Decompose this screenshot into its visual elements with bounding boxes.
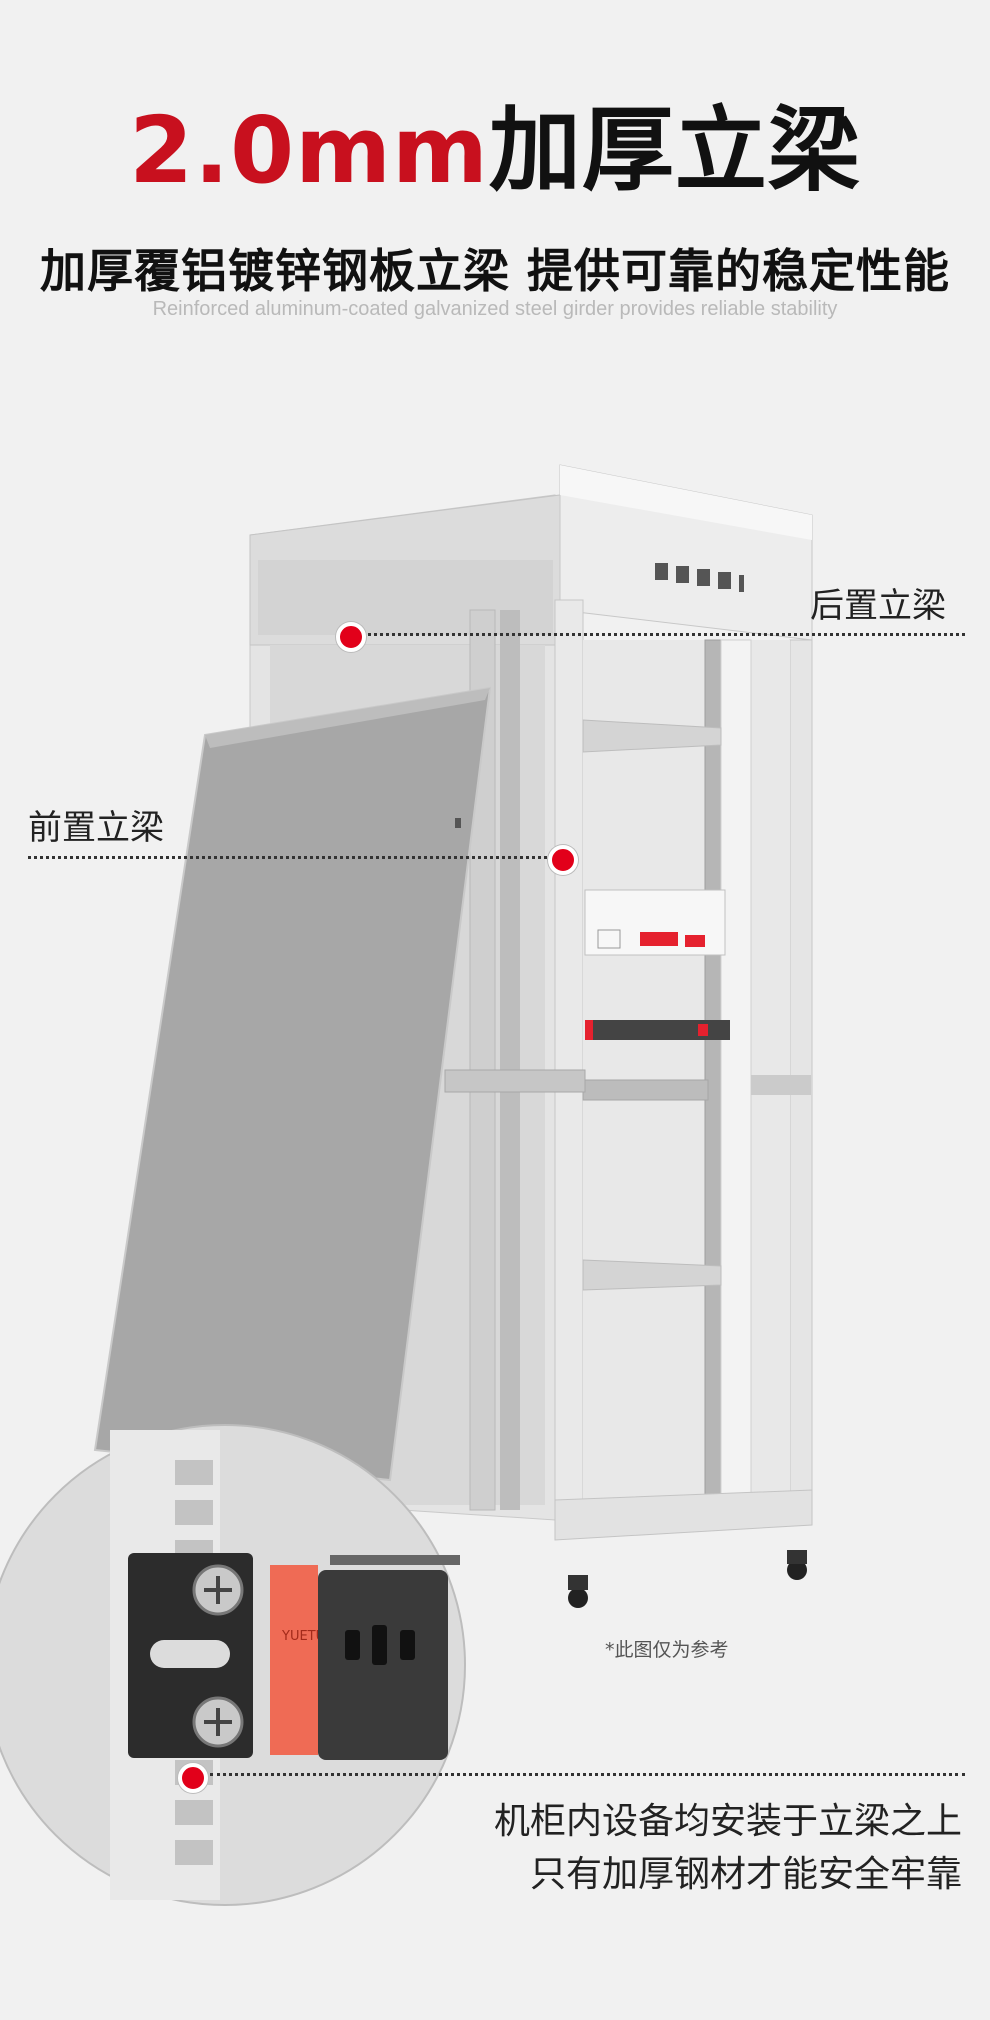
rail-zoom-detail: YUETU bbox=[0, 1424, 466, 1906]
page-title: 2.0mm加厚立梁 bbox=[0, 105, 990, 197]
callout-front-beam: 前置立梁 bbox=[28, 808, 164, 848]
callout-rear-beam: 后置立梁 bbox=[810, 586, 946, 626]
callout-rear-beam-line bbox=[350, 633, 965, 636]
callout-front-beam-line bbox=[28, 856, 553, 859]
subtitle: 加厚覆铝镀锌钢板立梁 提供可靠的稳定性能 bbox=[39, 244, 950, 298]
front-beam-marker bbox=[548, 845, 578, 875]
subtitle-english: Reinforced aluminum-coated galvanized st… bbox=[152, 298, 838, 320]
headline-highlight: 2.0mm bbox=[129, 97, 489, 204]
rail-detail-marker bbox=[178, 1763, 208, 1793]
rail-detail-line bbox=[210, 1773, 965, 1776]
bottom-text-line-2: 只有加厚钢材才能安全牢靠 bbox=[529, 1854, 962, 1895]
bottom-text-line-1: 机柜内设备均安装于立梁之上 bbox=[493, 1801, 962, 1842]
top-vent-slots bbox=[655, 563, 744, 592]
disclaimer-note: *此图仅为参考 bbox=[605, 1639, 729, 1661]
rear-beam-marker bbox=[336, 622, 366, 652]
headline-rest: 加厚立梁 bbox=[488, 97, 861, 204]
svg-text:YUETU: YUETU bbox=[281, 1629, 325, 1644]
